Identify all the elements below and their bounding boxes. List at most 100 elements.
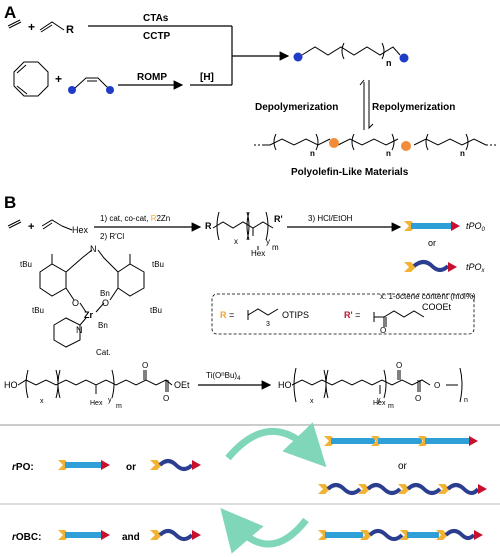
equilibrium-arrows (359, 79, 374, 130)
svg-text:tBu: tBu (152, 260, 164, 269)
svg-text:Hex: Hex (373, 400, 386, 407)
robc-multiblock (318, 529, 483, 541)
svg-text:tBu: tBu (150, 306, 162, 315)
svg-text:R: R (205, 221, 212, 231)
ti-reagent: Ti(OnBu)4 (206, 371, 241, 382)
step3-label: 3) HCl/EtOH (308, 214, 353, 223)
orange-bead-1 (329, 138, 339, 148)
svg-text:O: O (434, 381, 440, 390)
ethylene-b (7, 219, 22, 229)
ctas-label: CTAs (143, 13, 169, 24)
tpox-cartoon (412, 260, 450, 272)
svg-text:y: y (377, 397, 381, 404)
h-label: [H] (200, 72, 214, 83)
tpo0-label: tPO0 (466, 221, 486, 233)
plus-sign: + (28, 20, 35, 34)
romp-label: ROMP (137, 72, 167, 83)
svg-text:Bn: Bn (98, 321, 108, 330)
orange-bead-2 (401, 141, 411, 151)
teal-arrow-top (225, 422, 327, 468)
svg-text:O: O (142, 361, 148, 370)
rpo-wavy (158, 459, 194, 471)
svg-text:O: O (102, 298, 109, 308)
material-label: Polyolefin-Like Materials (291, 167, 409, 178)
svg-text:3: 3 (266, 321, 270, 328)
tpox-label: tPOx (466, 262, 486, 274)
polymer-chain-product (301, 46, 401, 56)
tpo0-cartoon (411, 223, 451, 229)
svg-text:Hex: Hex (251, 249, 265, 258)
ethylene-structure (7, 19, 22, 29)
svg-text:y: y (108, 397, 112, 404)
rp-def-group: COOEt (422, 302, 452, 312)
svg-text:x: x (40, 398, 44, 405)
svg-text:O: O (163, 394, 169, 403)
octene-b (41, 219, 73, 231)
rpo-or: or (126, 462, 136, 473)
svg-text:Zr: Zr (84, 310, 93, 320)
catalyst-label: Cat. (96, 348, 111, 357)
or-label-b: or (428, 238, 436, 248)
end-bead-left (293, 52, 303, 62)
rpo-straight (65, 462, 101, 468)
svg-text:tBu: tBu (20, 260, 32, 269)
cctp-label: CCTP (143, 31, 171, 42)
svg-text:n: n (464, 397, 468, 404)
svg-text:n: n (460, 149, 465, 158)
robc-label: rOBC: (12, 532, 41, 543)
monomer-chain (17, 370, 173, 394)
r-def-group: OTIPS (282, 310, 309, 320)
rpo-multiblock-wavy (318, 483, 487, 495)
robc-and: and (122, 532, 140, 543)
step1-label: 1) cat, co-cat, R2Zn (100, 214, 170, 223)
rpo-right-or: or (398, 461, 408, 472)
svg-text:R': R' (274, 214, 283, 224)
svg-text:tBu: tBu (32, 306, 44, 315)
svg-text:Hex: Hex (90, 400, 103, 407)
repoly-label: Repolymerization (372, 102, 455, 113)
r-def-label: R = (220, 310, 234, 320)
svg-text:m: m (116, 403, 122, 410)
catalyst-structure: tBu tBu N O O Zr Bn Bn tBu tBu N Cat. (20, 244, 164, 357)
alkene-r-structure (39, 21, 65, 33)
oet-label: OEt (174, 380, 190, 390)
svg-text:O: O (380, 326, 386, 335)
ho-label: HO (4, 380, 18, 390)
ho-label-2: HO (278, 380, 292, 390)
rpo-label: rPO: (12, 462, 34, 473)
svg-text:m: m (272, 243, 279, 252)
hex-label-b: Hex (72, 225, 89, 235)
teal-arrow-bottom (220, 508, 309, 554)
polyolefin-chain (262, 138, 487, 146)
polyester-chain (291, 370, 458, 394)
svg-text:x: x (234, 237, 238, 246)
svg-text:x: x (310, 398, 314, 405)
rpo-multiblock-straight (324, 436, 478, 446)
svg-text:y: y (266, 237, 270, 246)
svg-text:n: n (310, 149, 315, 158)
svg-text:N: N (90, 244, 97, 254)
svg-text:N: N (76, 325, 83, 335)
copolymer-structure (212, 221, 274, 250)
robc-wavy (158, 529, 194, 541)
cyclooctene-ring (13, 61, 49, 97)
octene-note: x: 1-octene content (mol%) (380, 292, 476, 301)
svg-text:O: O (415, 394, 421, 403)
panel-b-label: B (4, 193, 16, 212)
robc-straight (65, 532, 101, 538)
plus-sign-2: + (55, 72, 62, 86)
step2-label: 2) R'Cl (100, 232, 124, 241)
r-group-label: R (66, 24, 74, 36)
svg-text:+: + (28, 221, 34, 233)
svg-text:m: m (388, 403, 394, 410)
svg-text:n: n (386, 149, 391, 158)
svg-text:Bn: Bn (100, 289, 110, 298)
definitions-box (211, 293, 475, 335)
subscript-n: n (386, 58, 392, 68)
depoly-label: Depolymerization (255, 102, 338, 113)
cis-alkene-cta (74, 77, 109, 89)
svg-text:O: O (396, 361, 402, 370)
svg-text:O: O (72, 298, 79, 308)
end-bead-right (399, 53, 409, 63)
